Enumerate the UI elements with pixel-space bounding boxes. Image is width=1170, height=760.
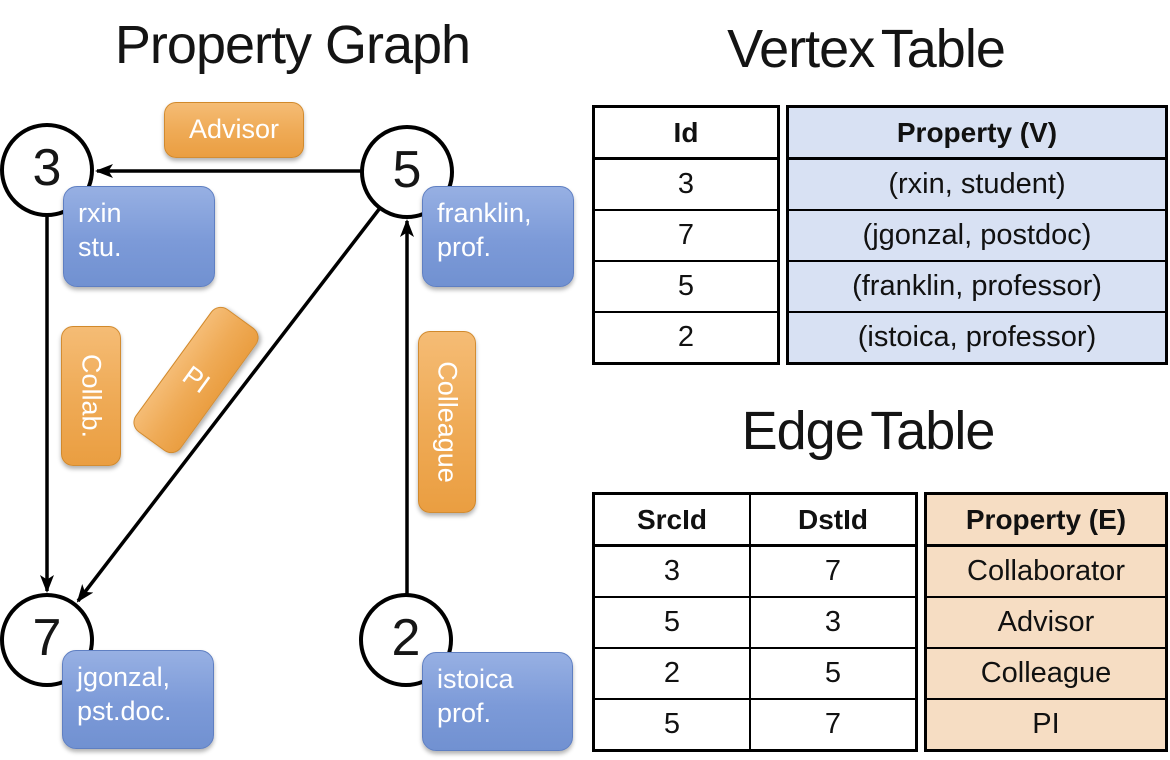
- edge_table-row-1: Advisor: [924, 596, 1168, 649]
- vertex_table-header-row: Id: [592, 105, 780, 160]
- vertex_table-row-3: 2: [592, 311, 780, 365]
- edge_table-header-2: Property (E): [924, 492, 1168, 547]
- edge_table-cell-3-1: 7: [749, 698, 918, 752]
- vertex_table-row-2: (franklin, professor): [786, 260, 1168, 313]
- edge-label-advisor-text: Advisor: [188, 113, 280, 144]
- edge-label-colleague-text: Colleague: [432, 361, 463, 483]
- edge_table-header-row: Property (E): [924, 492, 1168, 547]
- vertex_table-cell-1-1: (jgonzal, postdoc): [786, 209, 1168, 262]
- edge_table-cell-1-0: 5: [592, 596, 751, 649]
- vertex_table-row-1: 7: [592, 209, 780, 262]
- vertex-label-istoica-line2: prof.: [437, 698, 492, 728]
- edge-label-collab: Collab.: [61, 326, 121, 466]
- edge_table-cell-3-0: 5: [592, 698, 751, 752]
- vertex-label-istoica-line1: istoica: [437, 664, 514, 694]
- edge_table-cell-0-2: Collaborator: [924, 544, 1168, 598]
- vertex_table-row-3: (istoica, professor): [786, 311, 1168, 365]
- edge_table-cell-0-0: 3: [592, 544, 751, 598]
- edge-5-to-7-pi: [76, 206, 382, 603]
- vertex_table-cell-0-0: 3: [592, 157, 780, 211]
- vertex_table-header-0: Id: [592, 105, 780, 160]
- vertex-label-rxin: rxin stu.: [63, 186, 215, 287]
- node-id-7: 7: [32, 608, 62, 667]
- edge-label-colleague: Colleague: [418, 331, 476, 513]
- edge_table-row-2: Colleague: [924, 647, 1168, 700]
- edge_table-cell-2-0: 2: [592, 647, 751, 700]
- property-graph-title: Property Graph: [114, 15, 471, 75]
- node-id-5: 5: [392, 140, 422, 199]
- vertex-label-rxin-line1: rxin: [78, 198, 122, 228]
- vertex_table-row-0: (rxin, student): [786, 157, 1168, 211]
- edge-label-collab-text: Collab.: [76, 353, 107, 439]
- vertex-label-jgonzal: jgonzal, pst.doc.: [62, 650, 214, 749]
- vertex-label-franklin-line1: franklin,: [437, 198, 532, 228]
- edge_table-cell-0-1: 7: [749, 544, 918, 598]
- vertex_table-row-2: 5: [592, 260, 780, 313]
- vertex-label-istoica: istoica prof.: [422, 652, 573, 751]
- vertex-label-rxin-line2: stu.: [78, 232, 122, 262]
- vertex_table-header-row: Property (V): [786, 105, 1168, 160]
- edge_table-cell-2-1: 5: [749, 647, 918, 700]
- edge_table-row-0: Collaborator: [924, 544, 1168, 598]
- edge_table-cell-1-1: 3: [749, 596, 918, 649]
- vertex_table-cell-1-0: 7: [592, 209, 780, 262]
- edge_table-cell-3-2: PI: [924, 698, 1168, 752]
- vertex_table-header-1: Property (V): [786, 105, 1168, 160]
- vertex_table-cell-3-1: (istoica, professor): [786, 311, 1168, 365]
- edge-label-advisor: Advisor: [164, 102, 304, 158]
- vertex_table-row-0: 3: [592, 157, 780, 211]
- vertex_table-row-1: (jgonzal, postdoc): [786, 209, 1168, 262]
- edge-table-title: Edge Table: [741, 401, 996, 461]
- vertex-label-jgonzal-line2: pst.doc.: [77, 696, 172, 726]
- vertex-table-property-column: Property (V)(rxin, student)(jgonzal, pos…: [786, 105, 1168, 365]
- vertex_table-cell-2-0: 5: [592, 260, 780, 313]
- node-id-2: 2: [391, 608, 421, 667]
- node-id-3: 3: [32, 138, 62, 197]
- vertex-label-jgonzal-line1: jgonzal,: [77, 662, 171, 692]
- vertex_table-cell-0-1: (rxin, student): [786, 157, 1168, 211]
- vertex-label-franklin-line2: prof.: [437, 232, 492, 262]
- edge_table-header-0: SrcId: [592, 492, 751, 547]
- edge-label-pi-text: PI: [177, 359, 216, 400]
- vertex_table-cell-2-1: (franklin, professor): [786, 260, 1168, 313]
- vertex-label-franklin: franklin, prof.: [422, 186, 574, 287]
- vertex-table-title: Vertex Table: [727, 19, 1006, 79]
- graph-edges: [40, 164, 414, 603]
- vertex_table-cell-3-0: 2: [592, 311, 780, 365]
- edge_table-row-3: PI: [924, 698, 1168, 752]
- edge_table-cell-1-2: Advisor: [924, 596, 1168, 649]
- edge_table-header-1: DstId: [749, 492, 918, 547]
- edge_table-cell-2-2: Colleague: [924, 647, 1168, 700]
